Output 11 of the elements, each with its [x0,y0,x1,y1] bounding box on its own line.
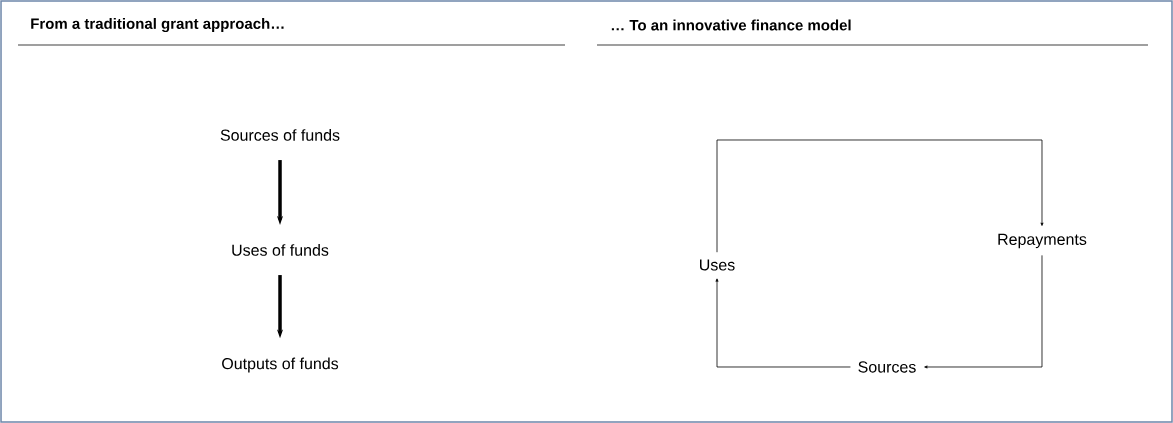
heading: … To an innovative finance model [611,19,851,31]
node-label: Sources [858,361,916,373]
arrow [924,254,1043,369]
node-label: Uses [700,259,735,271]
node-label: Sources of funds [220,129,340,141]
node-label: Outputs of funds [222,357,339,373]
arrow [716,139,1044,253]
heading: From a traditional grant approach… [31,17,284,32]
arrow [715,278,851,368]
node-label: Uses of funds [232,244,329,256]
node-label: Repayments [998,233,1087,249]
